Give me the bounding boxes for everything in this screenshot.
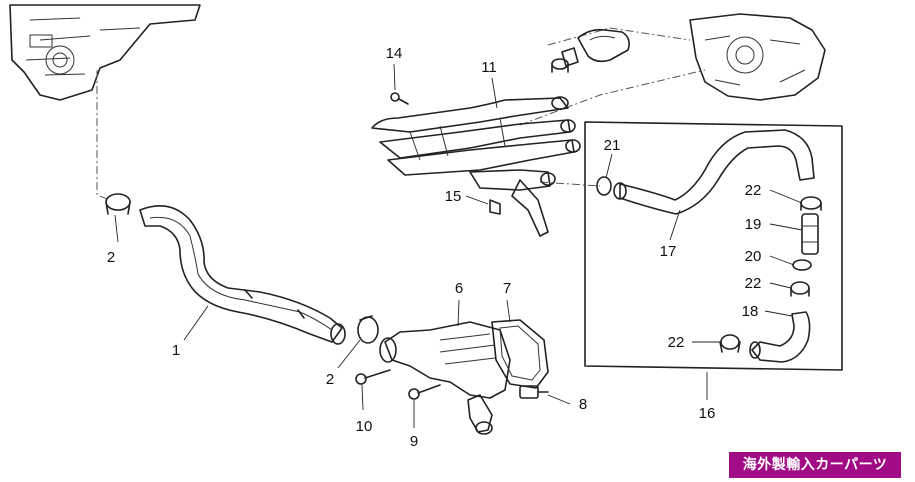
leader-lines [114, 63, 803, 428]
callout-15: 15 [445, 188, 462, 205]
callout-9: 9 [410, 433, 418, 450]
bolt-15 [489, 199, 501, 215]
clamp-20 [792, 259, 812, 271]
callout-1: 1 [172, 342, 180, 359]
clamp-2-lower [357, 315, 379, 344]
part-8-sensor [519, 385, 549, 399]
callout-22-top: 22 [745, 182, 762, 199]
engine-block-right [689, 13, 826, 101]
callout-7: 7 [503, 280, 511, 297]
upper-small-hose [561, 28, 630, 67]
callout-labels: 2 1 2 10 9 6 7 8 14 11 15 16 17 21 22 19… [107, 45, 762, 450]
bolt-10 [355, 369, 391, 385]
clamp-22-low [719, 334, 741, 353]
part-18-hose [749, 311, 811, 363]
bolt-14 [390, 92, 409, 105]
engine-block-left [9, 4, 201, 101]
callout-11: 11 [481, 59, 497, 76]
callout-17: 17 [660, 243, 677, 260]
callout-16: 16 [699, 405, 716, 422]
part-6-thermostat-housing [379, 321, 511, 435]
callout-14: 14 [386, 45, 403, 62]
kit-box-16 [584, 121, 843, 371]
part-11-pipe-assembly [371, 96, 581, 237]
part-19-connector [801, 213, 819, 255]
part-1-hose [139, 204, 346, 345]
callout-21: 21 [604, 137, 621, 154]
callout-2-upper: 2 [107, 249, 115, 266]
clamp-22-mid [790, 281, 810, 297]
clamp-22-top [800, 196, 822, 211]
callout-10: 10 [356, 418, 373, 435]
callout-18: 18 [742, 303, 759, 320]
bolt-9 [408, 384, 441, 400]
callout-6: 6 [455, 280, 463, 297]
clamp-top [551, 58, 569, 73]
clamp-2-upper [105, 193, 131, 215]
callout-2-lower: 2 [326, 371, 334, 388]
watermark-banner: 海外製輸入カーパーツ [729, 452, 901, 478]
callout-8: 8 [579, 396, 587, 413]
callout-19: 19 [745, 216, 762, 233]
reference-lines [96, 27, 706, 201]
part-7-gasket [491, 319, 549, 389]
callout-22-mid: 22 [745, 275, 762, 292]
part-17-hose [613, 129, 815, 215]
callout-20: 20 [745, 248, 762, 265]
callout-22-low: 22 [668, 334, 685, 351]
clamp-21 [596, 176, 612, 196]
